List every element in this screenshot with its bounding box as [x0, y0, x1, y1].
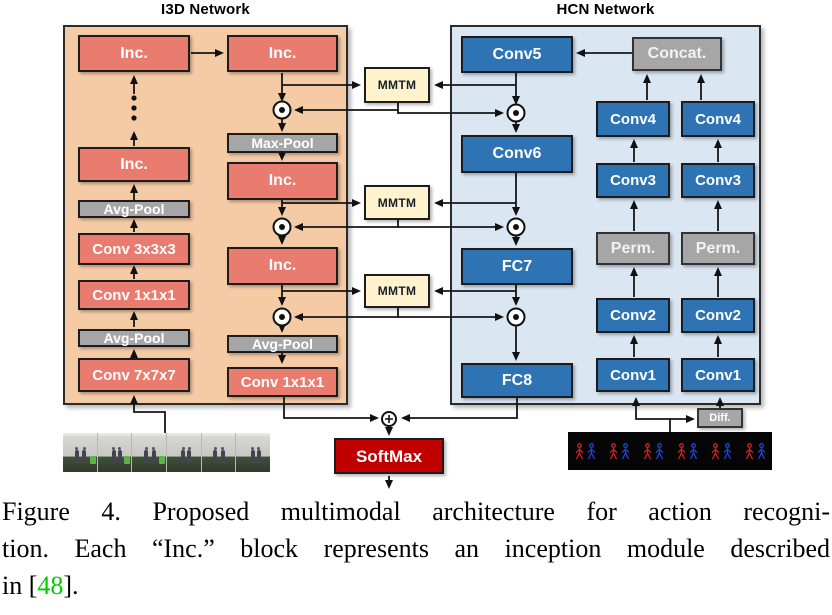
- hcn-conv4-block-b: Conv4: [681, 101, 755, 137]
- caption-line-3-suffix: ].: [63, 571, 79, 600]
- video-frame: [97, 433, 133, 472]
- hcn-conv6-block: Conv6: [461, 135, 573, 173]
- architecture-diagram: I3D Network HCN Network: [63, 1, 772, 489]
- i3d-conv1x1x1-block: Conv 1x1x1: [227, 367, 338, 397]
- hcn-conv3-block-b: Conv3: [681, 163, 755, 198]
- video-frame: [201, 433, 237, 472]
- i3d-avgpool-block: Avg-Pool: [78, 200, 190, 218]
- add-node: [381, 411, 397, 427]
- i3d-inc-block: Inc.: [227, 162, 338, 200]
- caption-line-3-prefix: in [: [2, 571, 38, 600]
- i3d-avgpool-block: Avg-Pool: [227, 335, 338, 353]
- mmtm-module-1: MMTM: [364, 67, 430, 103]
- i3d-conv3x3x3-block: Conv 3x3x3: [78, 233, 190, 265]
- i3d-inc-block: Inc.: [78, 147, 190, 182]
- skeleton-figure-pair: [575, 442, 596, 460]
- hcn-conv5-block: Conv5: [461, 36, 573, 73]
- skeleton-figure-pair: [745, 442, 766, 460]
- skeleton-frames: [568, 432, 772, 470]
- video-frame: [167, 433, 202, 472]
- hcn-fc8-block: FC8: [461, 363, 573, 398]
- rgb-video-frames: [63, 433, 271, 472]
- i3d-network-title: I3D Network: [161, 1, 250, 18]
- i3d-inc-block: Inc.: [227, 247, 338, 285]
- i3d-inc-block: Inc.: [227, 35, 338, 72]
- hcn-network-title: HCN Network: [556, 1, 655, 18]
- hcn-conv4-block-a: Conv4: [596, 101, 670, 137]
- mmtm-module-3: MMTM: [364, 274, 430, 308]
- mmtm-module-2: MMTM: [364, 185, 430, 220]
- video-frame: [132, 433, 168, 472]
- hcn-perm-block-b: Perm.: [681, 232, 755, 265]
- hcn-fc7-block: FC7: [461, 248, 573, 285]
- softmax-block: SoftMax: [334, 438, 444, 474]
- diff-block: Diff.: [697, 408, 743, 428]
- hcn-conv2-block-b: Conv2: [681, 298, 755, 333]
- skeleton-figure-pair: [643, 442, 664, 460]
- video-frame: [63, 433, 98, 472]
- hcn-conv1-block-a: Conv1: [596, 358, 670, 392]
- hcn-panel: [450, 25, 761, 405]
- hcn-conv3-block-a: Conv3: [596, 163, 670, 198]
- skeleton-figure-pair: [677, 442, 698, 460]
- skeleton-figure-pair: [711, 442, 732, 460]
- i3d-maxpool-block: Max-Pool: [227, 133, 338, 153]
- i3d-conv1x1x1-block: Conv 1x1x1: [78, 280, 190, 310]
- skeleton-figure-pair: [609, 442, 630, 460]
- hcn-conv2-block-a: Conv2: [596, 298, 670, 333]
- i3d-avgpool-block: Avg-Pool: [78, 329, 190, 347]
- caption-line-2: tion. Each “Inc.” block represents an in…: [2, 534, 830, 563]
- i3d-conv7x7x7-block: Conv 7x7x7: [78, 358, 190, 392]
- caption-line-1: Figure 4. Proposed multimodal architectu…: [2, 497, 830, 526]
- citation-48-link[interactable]: 48: [37, 571, 64, 600]
- video-frame: [236, 433, 271, 472]
- i3d-inc-block: Inc.: [78, 35, 190, 72]
- hcn-conv1-block-b: Conv1: [681, 358, 755, 392]
- hcn-perm-block-a: Perm.: [596, 232, 670, 265]
- caption-line-3: in [48].: [0, 567, 832, 604]
- hcn-concat-block: Concat.: [632, 37, 722, 71]
- chair-shape: [89, 456, 96, 464]
- figure-caption: Figure 4. Proposed multimodal architectu…: [0, 493, 832, 604]
